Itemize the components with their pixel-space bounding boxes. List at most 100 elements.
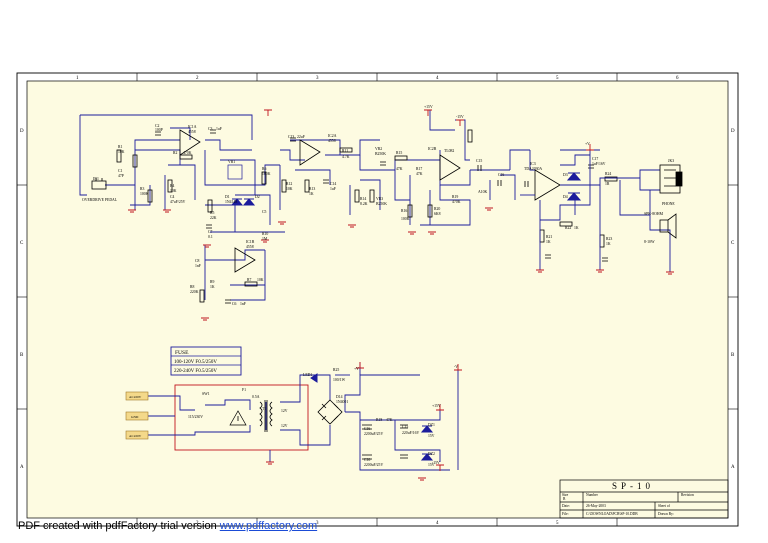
supply-caps <box>362 424 408 460</box>
bridge-rectifier <box>317 399 343 425</box>
preamp-supply-markers <box>128 109 493 321</box>
label-ac-gnd: GND <box>131 415 139 419</box>
label-vr3-value: B250K <box>376 202 387 206</box>
title-block-number-label: Number <box>586 493 599 497</box>
label-ic3-part: TDA2030A <box>524 167 542 171</box>
supply-markers <box>266 362 462 471</box>
label-t1-b: 12V <box>281 424 288 428</box>
label-c6-value: 1nF <box>240 302 246 306</box>
label-v-neg-psu: -15V <box>432 461 440 465</box>
label-c17: C17 <box>592 157 598 161</box>
label-ac-neu: AC220V <box>129 434 142 438</box>
label-r16-value: 100K <box>401 217 410 221</box>
label-d14: D14 <box>336 395 343 399</box>
label-r8-value: 220K <box>190 290 199 294</box>
label-c14-value: 1uF <box>330 187 336 191</box>
row-c-right: C <box>731 241 735 246</box>
label-ic2b-part: TL082 <box>444 149 454 153</box>
label-r20-value: 6K8 <box>434 212 441 216</box>
label-ic2b: IC2B <box>428 147 437 151</box>
row-d-left: D <box>20 129 24 134</box>
ac-connectors <box>125 391 149 440</box>
mains-input-box <box>174 384 309 451</box>
label-d1-value: 1N4148 <box>225 200 237 204</box>
label-c16: C16 <box>364 427 370 431</box>
col-2-top: 2 <box>196 76 199 81</box>
label-r17-value: 47K <box>416 172 423 176</box>
title-block-size-label: Size <box>562 493 569 497</box>
col-5-top: 5 <box>556 76 559 81</box>
label-d2: D2 <box>255 195 260 199</box>
label-c2: C2 <box>155 124 160 128</box>
label-c13-value: 22uF <box>297 135 305 139</box>
label-c16-pre: C16 <box>498 173 504 177</box>
label-input-jack: IN1 <box>93 177 99 181</box>
label-vr1: VR1 <box>228 160 235 164</box>
label-ac-hot: AC220V <box>129 395 142 399</box>
label-c17-psu-value: 220uF/16V <box>402 431 420 435</box>
label-vr2-value: B250K <box>375 152 386 156</box>
watermark-link[interactable]: www.pdffactory.com <box>219 520 318 532</box>
label-sw1-value: 115/230V <box>188 415 203 419</box>
row-c-left: C <box>20 241 24 246</box>
label-r3-value: 100K <box>140 192 149 196</box>
row-b-left: B <box>20 353 24 358</box>
label-v-neg-2-psu: -V <box>454 365 458 369</box>
label-r19: R19 <box>452 195 458 199</box>
label-c13: C13 <box>288 135 294 139</box>
row-a-right: A <box>731 465 735 470</box>
fuse-table-title: FUSE <box>175 350 189 356</box>
label-r7: R7 <box>247 278 252 282</box>
label-opamp-2: 4558 <box>246 245 254 249</box>
title-block-title: SP-10 <box>612 481 654 491</box>
label-v-pos-2-psu: +V <box>354 367 359 371</box>
label-r14: R14 <box>360 197 366 201</box>
label-r20: R20 <box>434 207 440 211</box>
label-r10: R10 <box>262 232 268 236</box>
label-r17: R17 <box>416 167 422 171</box>
zener-diodes <box>310 373 434 461</box>
title-block-date-value: 26-May-2003 <box>586 504 606 508</box>
label-r9-value: 1K <box>210 285 215 289</box>
label-c1-value: 47P <box>118 174 124 178</box>
label-r25-value: 100/1W <box>333 378 346 382</box>
label-f1: F1 <box>242 388 246 392</box>
label-v-pos-1: +15V <box>424 105 433 109</box>
label-r22: R22 <box>565 226 571 230</box>
label-t1: T1 <box>262 407 266 411</box>
title-block-date-label: Date: <box>562 504 570 508</box>
clipping-diodes <box>227 164 256 206</box>
label-r5-value: 22K <box>210 216 217 220</box>
title-block-sheet-label: Sheet of <box>658 504 671 508</box>
label-v-pos-2: +V <box>585 142 590 146</box>
label-r6: R6 <box>262 167 267 171</box>
label-dz1: DZ1 <box>428 423 435 427</box>
label-r3: R3 <box>140 187 145 191</box>
label-r2-value: 470K <box>183 151 192 155</box>
title-block-size-value: B <box>563 497 566 501</box>
label-r4-value: 10K <box>170 189 177 193</box>
label-r14-value: 8.2K <box>360 202 368 206</box>
label-c17-psu: C15 <box>402 425 408 429</box>
col-3-top: 3 <box>316 76 319 81</box>
label-c4-value: 47uF/25V <box>170 200 186 204</box>
label-r21: R21 <box>546 235 552 239</box>
col-4-bottom: 4 <box>436 521 439 526</box>
label-led: LED1 <box>303 373 312 377</box>
title-block <box>559 479 729 519</box>
psu-ground <box>418 477 426 481</box>
label-r1-value: 10K <box>118 150 125 154</box>
col-1-top: 1 <box>76 76 79 81</box>
label-vr3: VR3 <box>376 197 383 201</box>
col-2-bottom: 2 <box>196 521 199 526</box>
label-c16-b-value: 2200uF/25V <box>364 463 383 467</box>
watermark-text: PDF created with pdfFactory trial versio… <box>18 520 220 532</box>
title-block-file-value: C:\DOWNLOAD\PCB\SP-10.DDB <box>586 512 638 516</box>
fuse-table-row-2: 220-240V F0.5/250V <box>174 369 217 374</box>
label-c2-value: 100P <box>155 128 163 132</box>
label-r8: R8 <box>190 285 195 289</box>
label-ic1b: IC1B <box>246 240 255 244</box>
speaker <box>659 213 677 239</box>
label-ic3: IC3 <box>530 162 536 166</box>
